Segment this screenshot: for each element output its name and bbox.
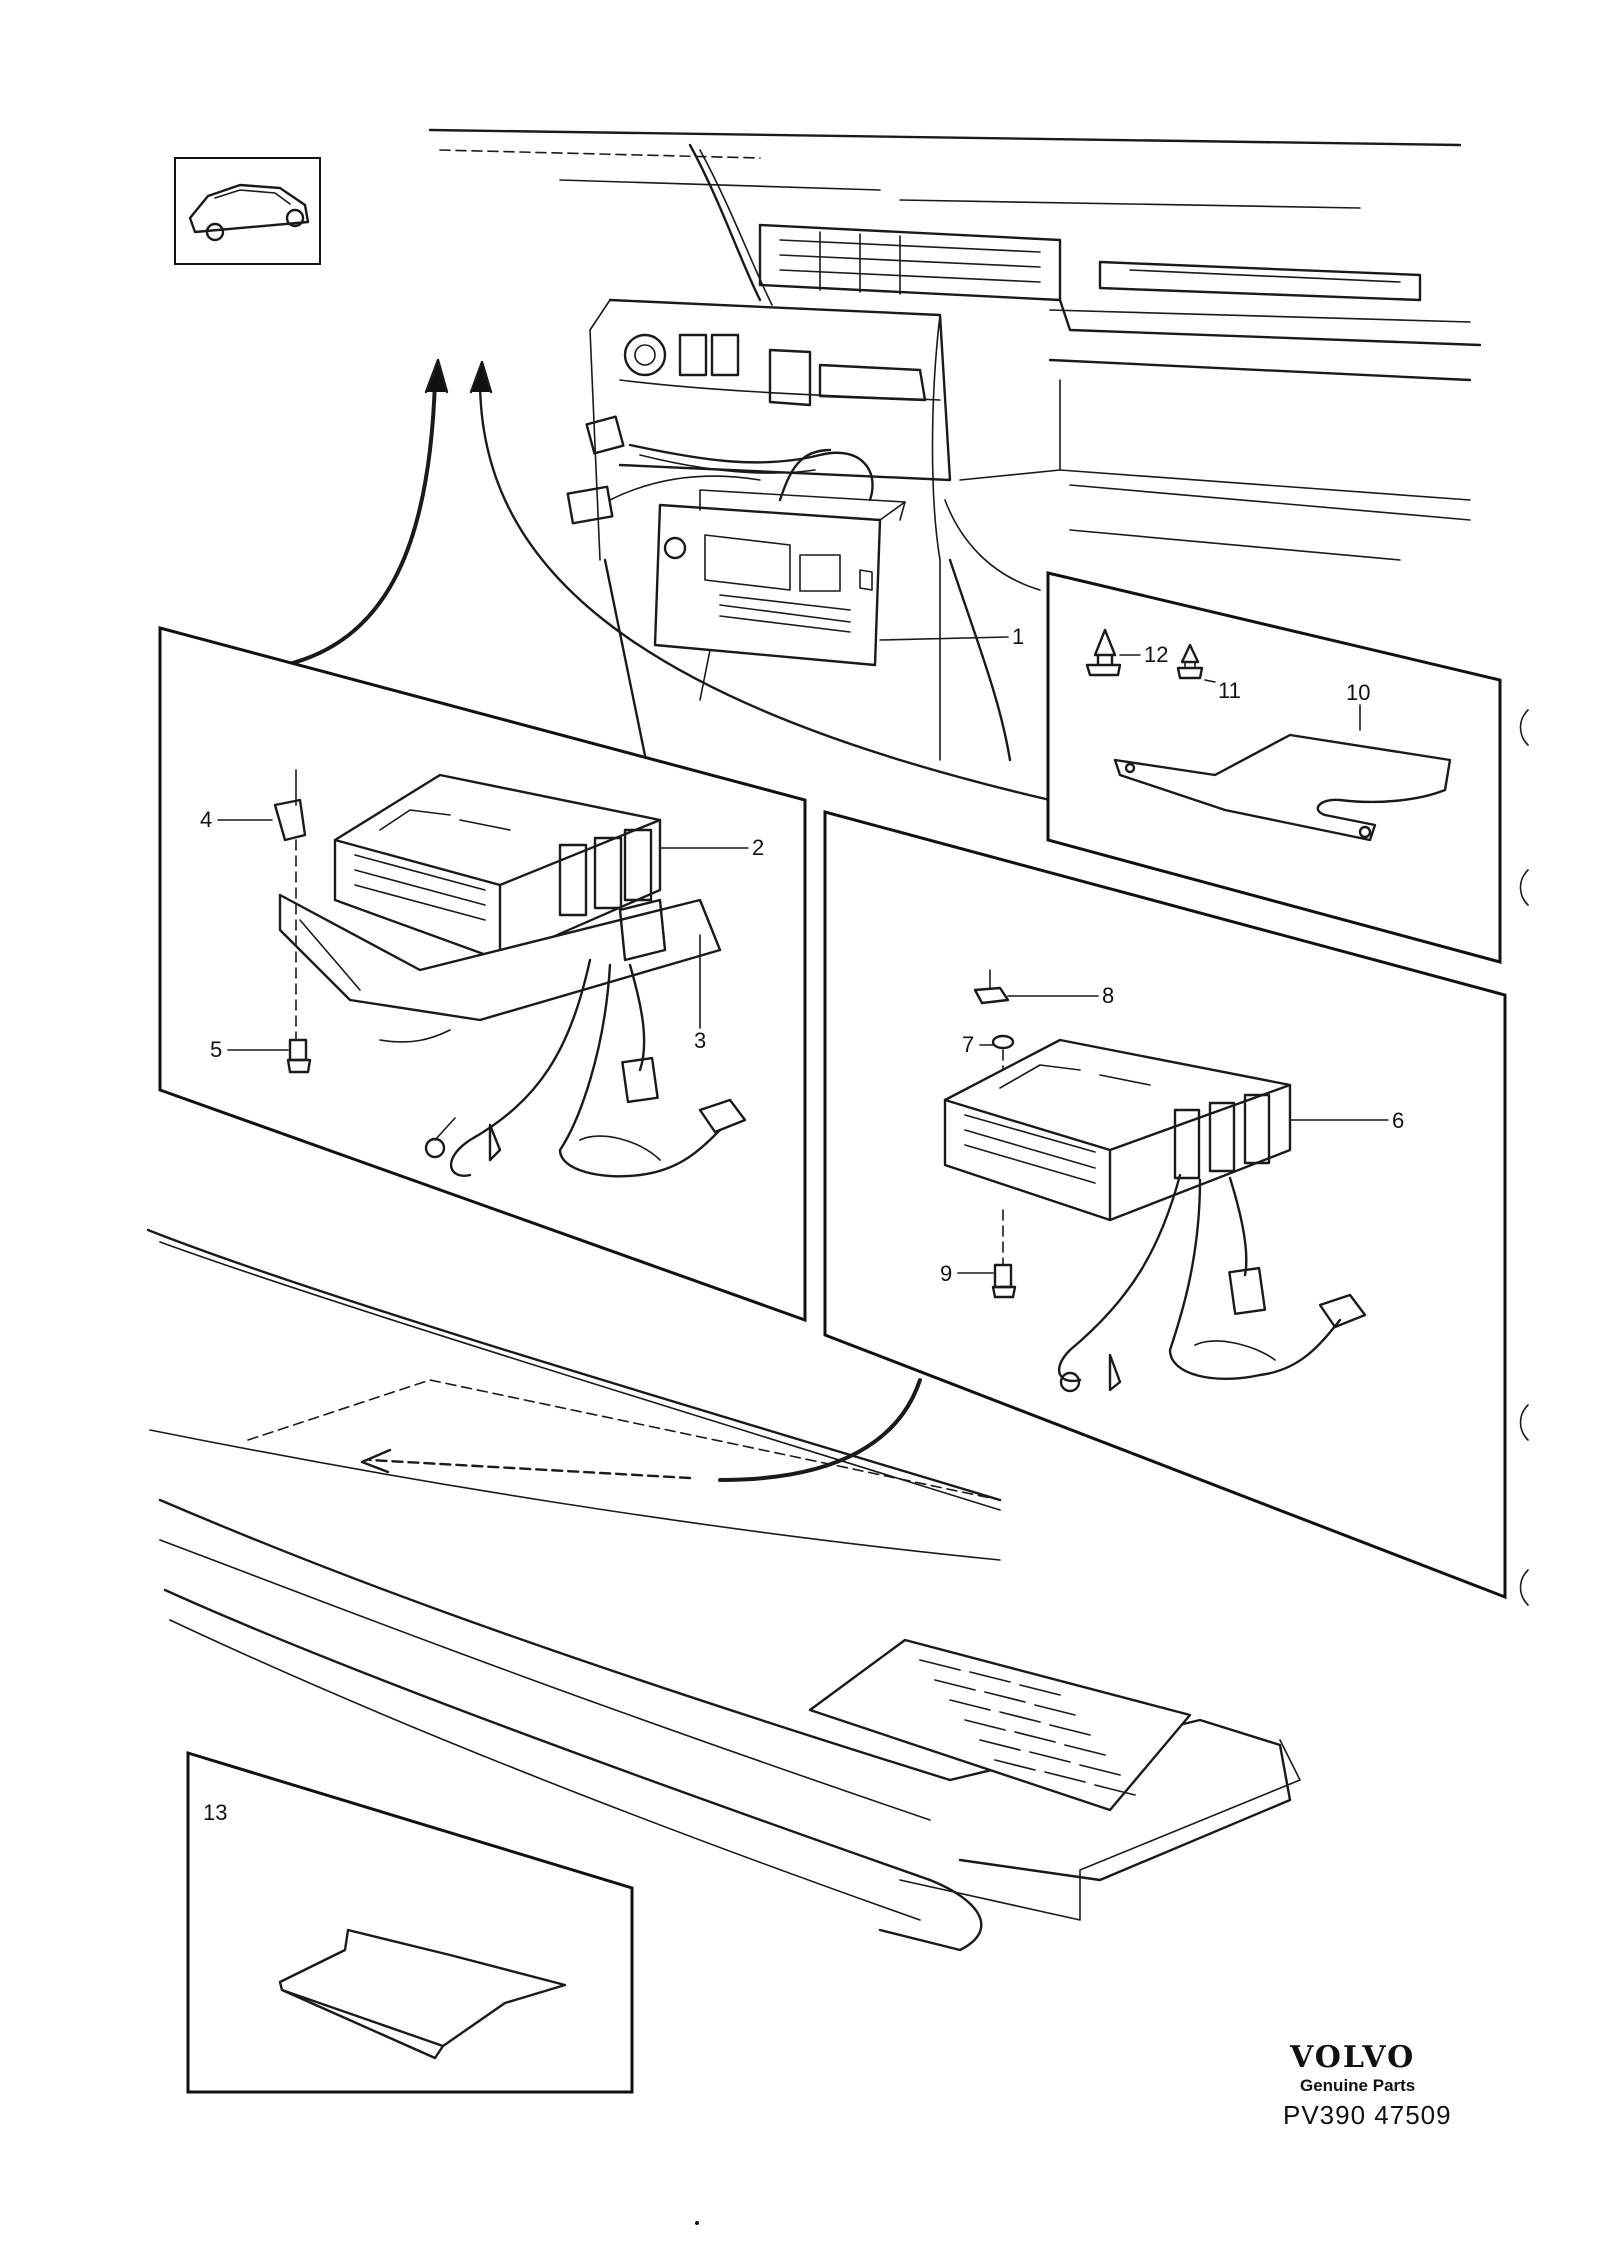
callout-3: 3 [694,1028,706,1053]
callout-6: 6 [1392,1108,1404,1133]
connector-arrows [283,358,1052,1482]
callout-4: 4 [200,807,212,832]
callout-2: 2 [752,835,764,860]
binder-marks [1519,709,1529,1606]
brand-tagline: Genuine Parts [1300,2076,1415,2095]
parcel-shelf-illustration [146,1228,1301,1952]
callout-9: 9 [940,1261,952,1286]
brand-logo: VOLVO [1289,2040,1415,2075]
vehicle-thumbnail [174,157,321,265]
leader-lines [217,636,1389,1274]
stray-dot [695,2221,699,2225]
callout-10: 10 [1346,680,1370,705]
callout-1: 1 [1012,624,1024,649]
callout-8: 8 [1102,983,1114,1008]
panel-amplifier-alt [823,810,1507,1600]
callout-12: 12 [1144,642,1168,667]
callout-labels: 1 2 3 4 5 6 7 8 9 10 11 12 13 [200,624,1404,1825]
panel-amplifier-bracket [158,626,807,1323]
footer-branding: VOLVO Genuine Parts PV390 47509 [1283,2040,1452,2130]
dashboard-illustration [428,128,1482,782]
callout-5: 5 [210,1037,222,1062]
callout-13: 13 [203,1800,227,1825]
callout-11: 11 [1218,678,1241,703]
radio-unit-installed [566,415,906,701]
reference-code: PV390 47509 [1283,2100,1452,2130]
callout-7: 7 [962,1032,974,1057]
panel-mounting-plate [1046,571,1502,964]
panel-pad [186,1750,634,2094]
